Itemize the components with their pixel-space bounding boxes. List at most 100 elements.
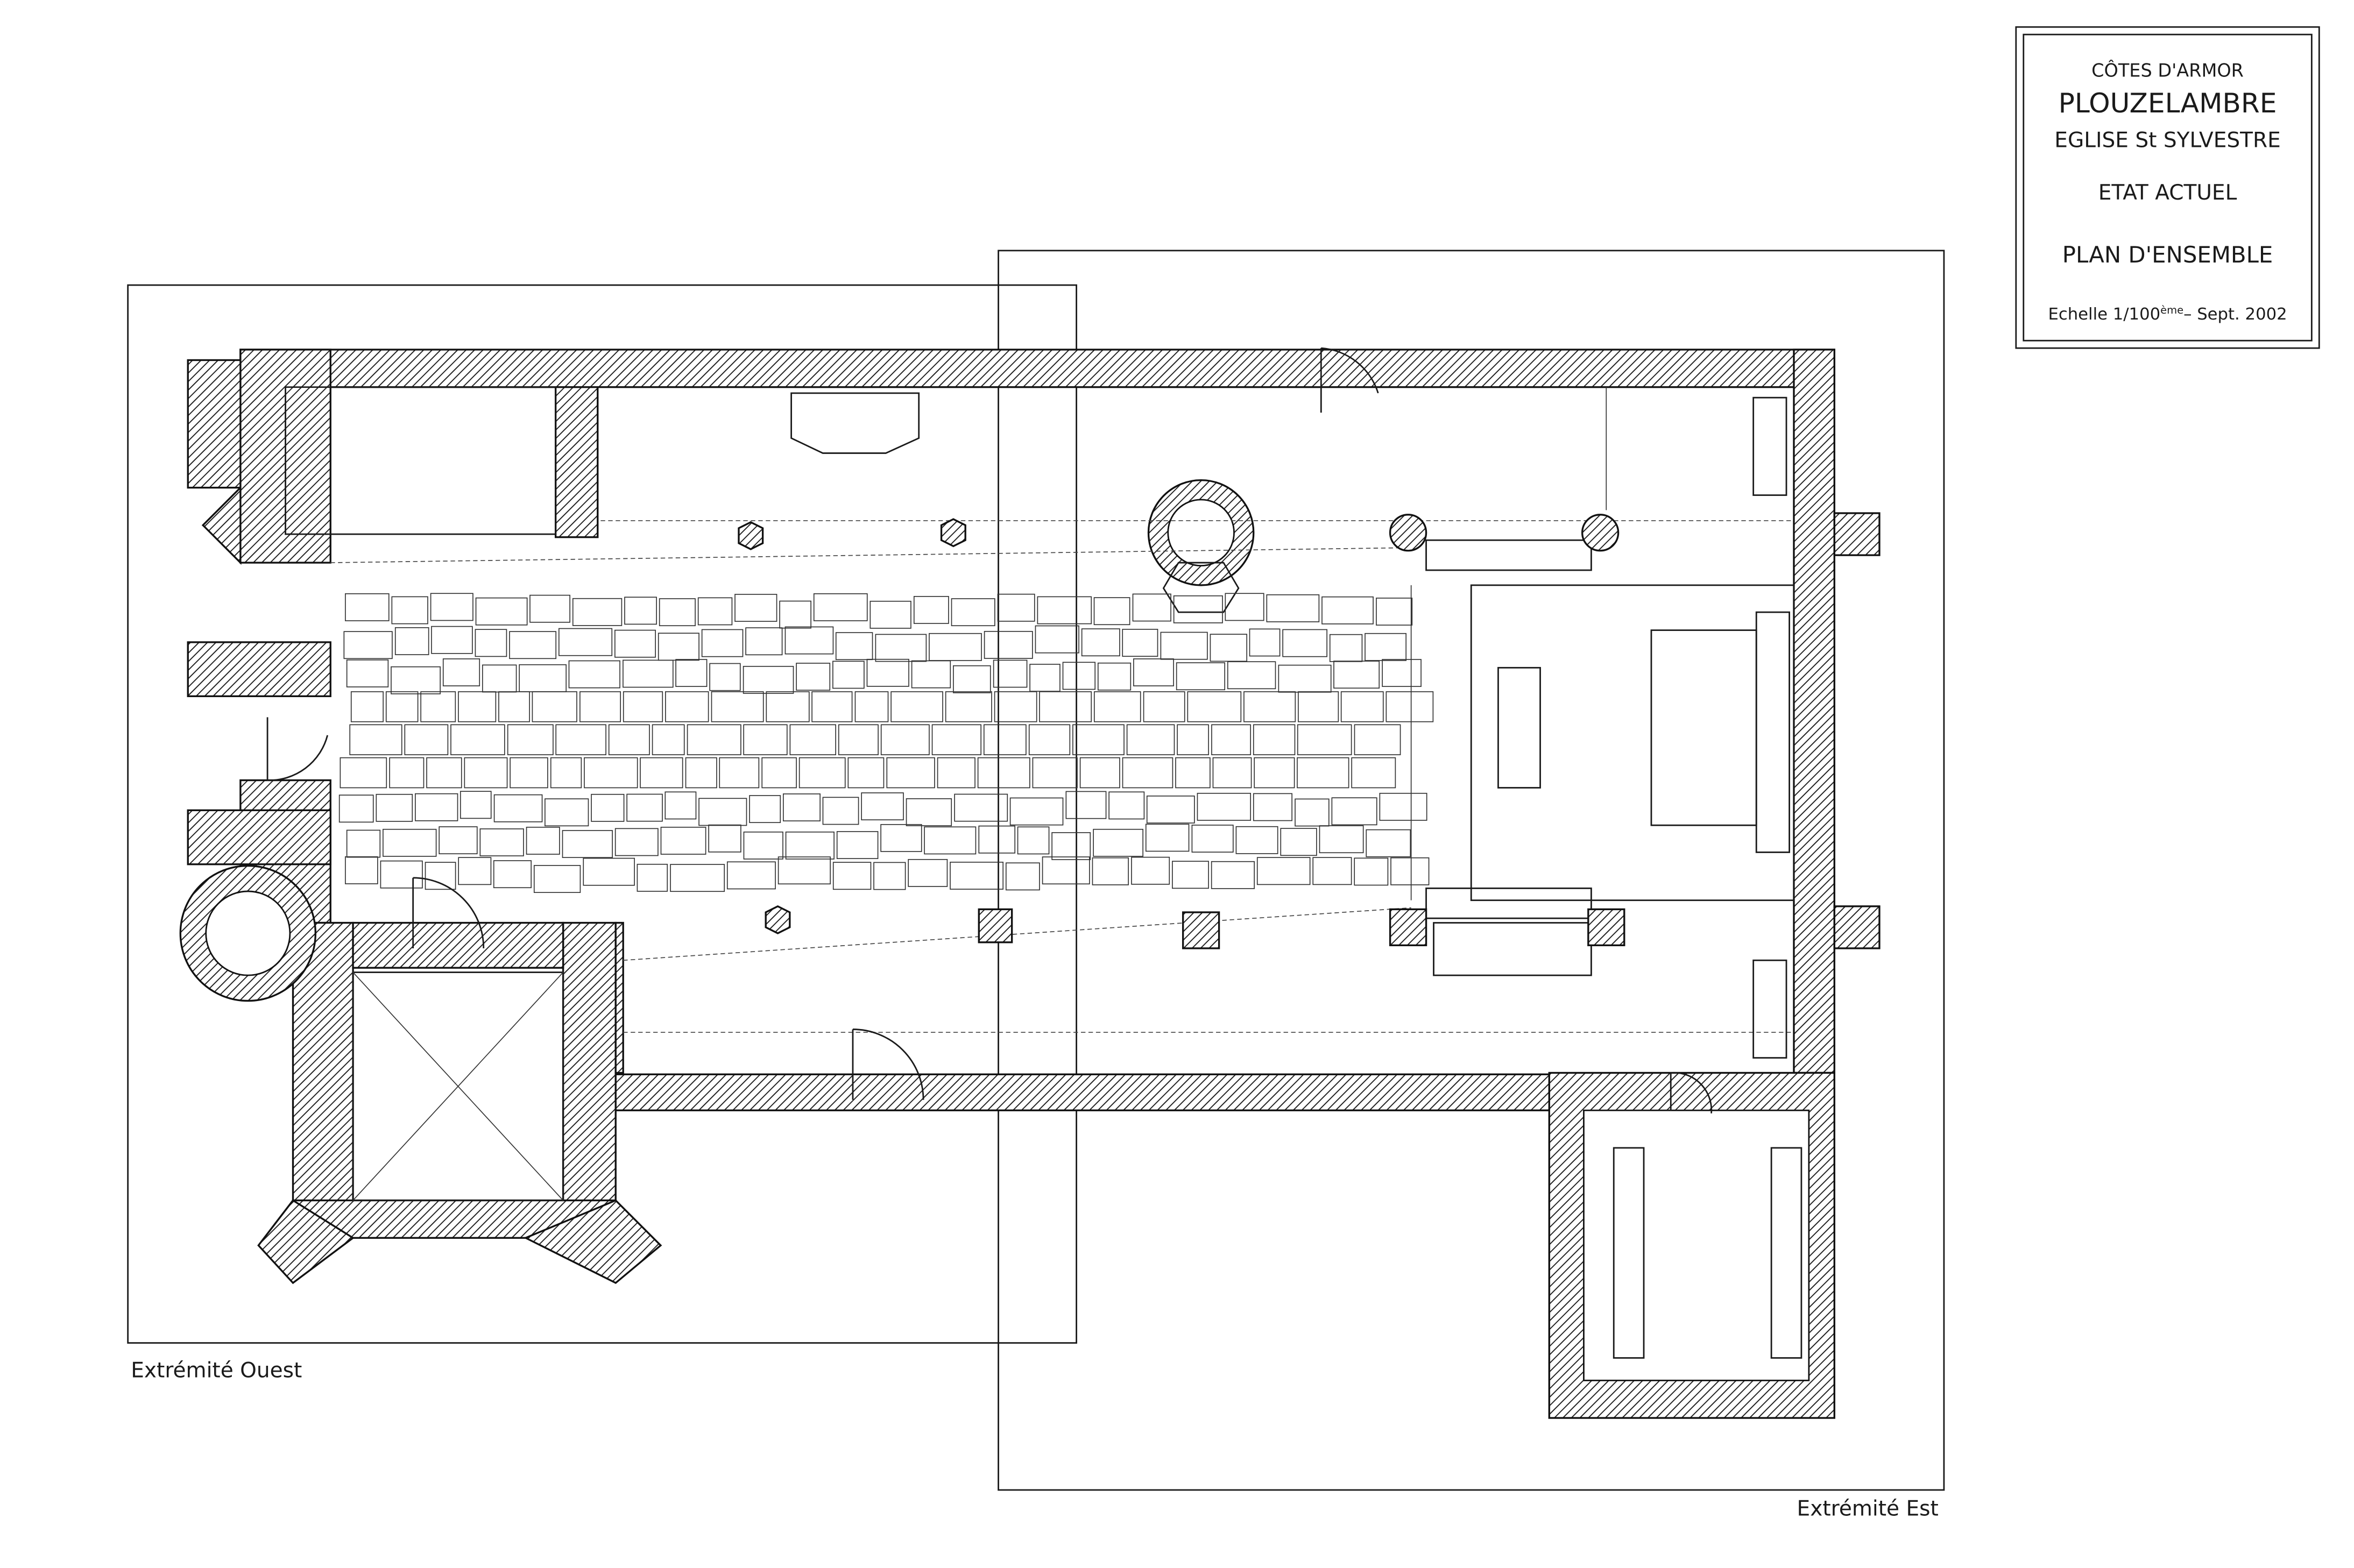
paving-stone: [670, 864, 725, 892]
paving-stone: [1225, 593, 1264, 621]
walls: [179, 349, 1881, 1419]
paving-stone: [545, 798, 589, 827]
paving-stone: [880, 724, 930, 755]
paving-stone: [1254, 757, 1295, 789]
paving-stone: [572, 598, 623, 626]
paving-stone: [983, 724, 1027, 755]
paving-stone: [442, 658, 480, 686]
paving-stone: [977, 757, 1030, 789]
paving-stone: [1211, 724, 1252, 755]
title-block: CÔTES D'ARMOR PLOUZELAMBRE EGLISE St SYL…: [2015, 26, 2320, 349]
title-building: EGLISE St SYLVESTRE: [2054, 128, 2280, 152]
paving-stone: [1176, 662, 1226, 691]
paving-stone: [886, 757, 935, 789]
paving-stone: [460, 791, 492, 819]
paving-stone: [394, 627, 429, 655]
paving-stone: [924, 826, 977, 855]
paving-stone: [1029, 664, 1061, 692]
paving-stone: [866, 658, 909, 687]
paving-stone: [813, 593, 868, 621]
doors: [266, 347, 1713, 1113]
paving-stone: [1354, 857, 1389, 886]
paving-stone: [836, 831, 879, 859]
paving-stone: [880, 824, 922, 852]
paving-stone: [687, 724, 741, 755]
paving-stone: [1145, 824, 1190, 852]
paving-stone: [1365, 633, 1407, 661]
paving-stone: [1093, 691, 1141, 722]
paving-stone: [614, 828, 659, 856]
nave-paving: [338, 593, 1434, 893]
paving-stone: [458, 691, 497, 722]
paving-stone: [697, 597, 733, 626]
paving-stone: [623, 691, 663, 722]
paving-stone: [1051, 832, 1091, 860]
paving-stone: [1297, 724, 1352, 755]
paving-stone: [626, 793, 663, 822]
paving-stone: [1354, 724, 1401, 755]
paving-stone: [761, 757, 797, 789]
paving-stone: [345, 856, 378, 884]
west-tower-interior: [352, 971, 564, 1201]
paving-stone: [978, 825, 1016, 854]
paving-stone: [658, 633, 699, 661]
paving-stone: [870, 600, 911, 629]
paving-stone: [931, 724, 982, 755]
paving-stone: [675, 659, 708, 687]
paving-stone: [1009, 797, 1064, 826]
paving-stone: [984, 630, 1033, 659]
paving-stone: [340, 757, 387, 789]
paving-stone: [1312, 857, 1352, 885]
paving-stone: [1037, 596, 1092, 625]
paving-stone: [1093, 597, 1130, 626]
east-sheet-frame: [998, 250, 1945, 1491]
paving-stone: [847, 757, 885, 789]
paving-stone: [532, 691, 577, 722]
paving-stone: [614, 629, 656, 658]
paving-stone: [1379, 792, 1427, 821]
paving-stone: [640, 757, 683, 789]
paving-stone: [743, 665, 794, 694]
paving-stone: [743, 831, 783, 860]
paving-stone: [782, 793, 821, 821]
paving-stone: [426, 757, 462, 789]
paving-stone: [498, 691, 530, 722]
west-frame-label: Extrémité Ouest: [131, 1359, 302, 1383]
title-region: CÔTES D'ARMOR: [2091, 59, 2244, 81]
paving-stone: [1382, 659, 1422, 687]
paving-stone: [624, 597, 657, 625]
paving-stone: [1132, 593, 1171, 622]
paving-stone: [1351, 757, 1396, 789]
title-town: PLOUZELAMBRE: [2059, 87, 2277, 119]
paving-stone: [493, 794, 543, 822]
paving-stone: [743, 724, 788, 755]
paving-stone: [385, 691, 419, 722]
paving-stone: [555, 724, 606, 755]
paving-stone: [458, 857, 492, 885]
paving-stone: [430, 593, 473, 621]
paving-stone: [796, 663, 831, 691]
paving-stone: [1243, 691, 1296, 722]
paving-stone: [861, 792, 904, 821]
paving-stone: [1175, 757, 1211, 789]
paving-stone: [711, 691, 764, 722]
paving-stone: [785, 831, 835, 860]
paving-stone: [719, 757, 760, 789]
paving-stone: [391, 596, 428, 625]
paving-stone: [994, 691, 1037, 722]
paving-stone: [349, 724, 402, 755]
paving-stone: [346, 659, 389, 687]
paving-stone: [1160, 632, 1208, 660]
paving-stone: [1079, 757, 1120, 789]
paving-stone: [1017, 826, 1050, 855]
paving-stone: [1042, 856, 1090, 885]
paving-stone: [951, 598, 995, 627]
paving-stone: [945, 691, 992, 722]
paving-stone: [509, 631, 557, 659]
paving-stone: [1108, 791, 1145, 820]
paving-stone: [685, 757, 717, 789]
paving-stone: [1065, 791, 1107, 819]
paving-stone: [568, 660, 620, 689]
paving-stone: [1298, 691, 1339, 722]
paving-stone: [734, 594, 777, 622]
